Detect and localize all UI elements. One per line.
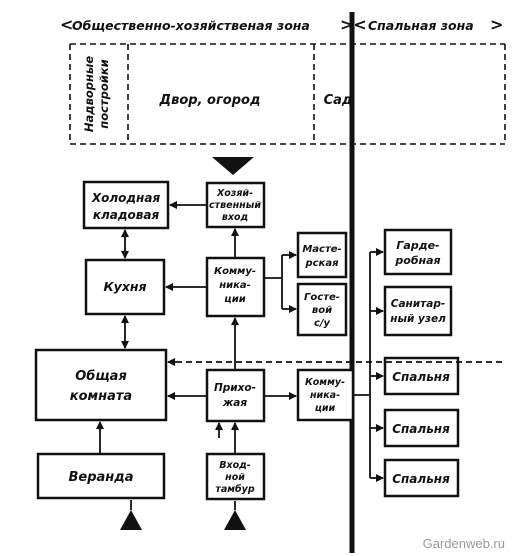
box-utility-entrance bbox=[205, 181, 266, 229]
outbuildings-label-1: Надворные bbox=[82, 56, 96, 132]
hallway-label-2: жая bbox=[222, 397, 248, 409]
zone-sleeping-label: Спальная зона bbox=[368, 18, 474, 33]
entry-triangle-top bbox=[212, 157, 254, 175]
bedroom-3-label: Спальня bbox=[392, 472, 450, 486]
box-workshop bbox=[296, 231, 348, 279]
entrance-triangle-veranda bbox=[120, 510, 142, 530]
garden-label: Сад bbox=[324, 93, 353, 108]
workshop-label-2: рская bbox=[304, 258, 339, 269]
entrance-vestibule-label-2: ной bbox=[225, 472, 245, 483]
box-veranda bbox=[36, 452, 166, 500]
hallway-label-1: Прихо- bbox=[214, 382, 256, 394]
communications-1-label-2: ника- bbox=[219, 280, 251, 291]
guest-wc-label-2: вой bbox=[312, 305, 332, 316]
guest-wc-label-3: с/у bbox=[314, 318, 331, 329]
watermark-text: Gardenweb.ru bbox=[423, 536, 505, 551]
utility-entrance-label-3: вход bbox=[222, 212, 248, 223]
zone-social-label: Общественно-хозяйственая зона bbox=[72, 18, 310, 33]
box-bathroom bbox=[383, 285, 453, 337]
kitchen-label: Кухня bbox=[103, 279, 146, 294]
common-room-label-2: комната bbox=[70, 389, 132, 404]
utility-entrance-label-1: Хозяй- bbox=[216, 188, 253, 199]
entrance-triangle-vestibule bbox=[224, 510, 246, 530]
box-bedroom-1 bbox=[383, 356, 460, 396]
workshop-label-1: Масте- bbox=[302, 244, 341, 255]
communications-2-label-2: ника- bbox=[310, 390, 340, 401]
zone-bracket-left: < bbox=[60, 15, 73, 34]
wardrobe-label-2: робная bbox=[394, 254, 440, 267]
utility-entrance-label-2: ственный bbox=[209, 200, 261, 211]
bathroom-label-1: Санитар- bbox=[391, 298, 445, 310]
communications-1-label-1: Комму- bbox=[214, 266, 256, 277]
box-common-room bbox=[34, 348, 168, 422]
outbuildings-label-2: постройки bbox=[97, 59, 111, 128]
communications-1-label-3: ции bbox=[224, 294, 245, 305]
communications-2-label-3: ции bbox=[315, 403, 336, 414]
bedroom-2-label: Спальня bbox=[392, 422, 450, 436]
box-kitchen bbox=[84, 258, 166, 316]
site-areas bbox=[69, 43, 506, 145]
communications-2-label-1: Комму- bbox=[305, 377, 345, 388]
cold-storage-label-1: Холодная bbox=[91, 191, 161, 205]
box-hallway bbox=[205, 368, 266, 423]
yard-label: Двор, огород bbox=[159, 93, 261, 108]
box-bedroom-2 bbox=[383, 408, 460, 448]
guest-wc-label-1: Госте- bbox=[304, 292, 340, 303]
entrance-vestibule-label-3: тамбур bbox=[215, 484, 255, 495]
wardrobe-label-1: Гарде- bbox=[396, 239, 439, 252]
bedroom-1-label: Спальня bbox=[392, 370, 450, 384]
box-guest-wc bbox=[296, 282, 348, 337]
box-cold-storage bbox=[82, 180, 170, 230]
entrance-vestibule-label-1: Вход- bbox=[219, 460, 251, 471]
veranda-label: Веранда bbox=[68, 470, 133, 485]
common-room-label-1: Общая bbox=[75, 369, 127, 384]
box-wardrobe bbox=[383, 228, 453, 276]
bathroom-label-2: ный узел bbox=[390, 313, 446, 325]
zone-bracket-right: > bbox=[490, 15, 503, 34]
box-bedroom-3 bbox=[383, 458, 460, 498]
cold-storage-label-2: кладовая bbox=[93, 208, 160, 222]
